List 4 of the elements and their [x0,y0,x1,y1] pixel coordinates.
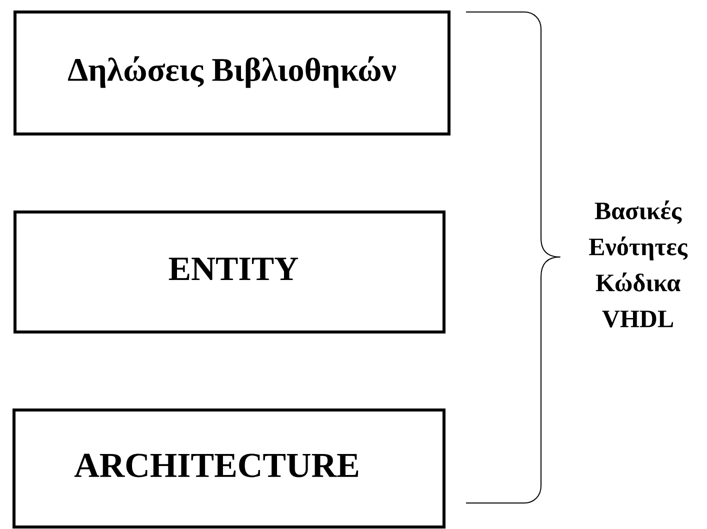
block-box: ENTITY [14,210,446,334]
block-box: ARCHITECTURE [12,408,446,528]
brace-label: Βασικές Ενότητες Κώδικα VHDL [589,200,688,328]
block-box: Δηλώσεις Βιβλιοθηκών [14,10,450,136]
